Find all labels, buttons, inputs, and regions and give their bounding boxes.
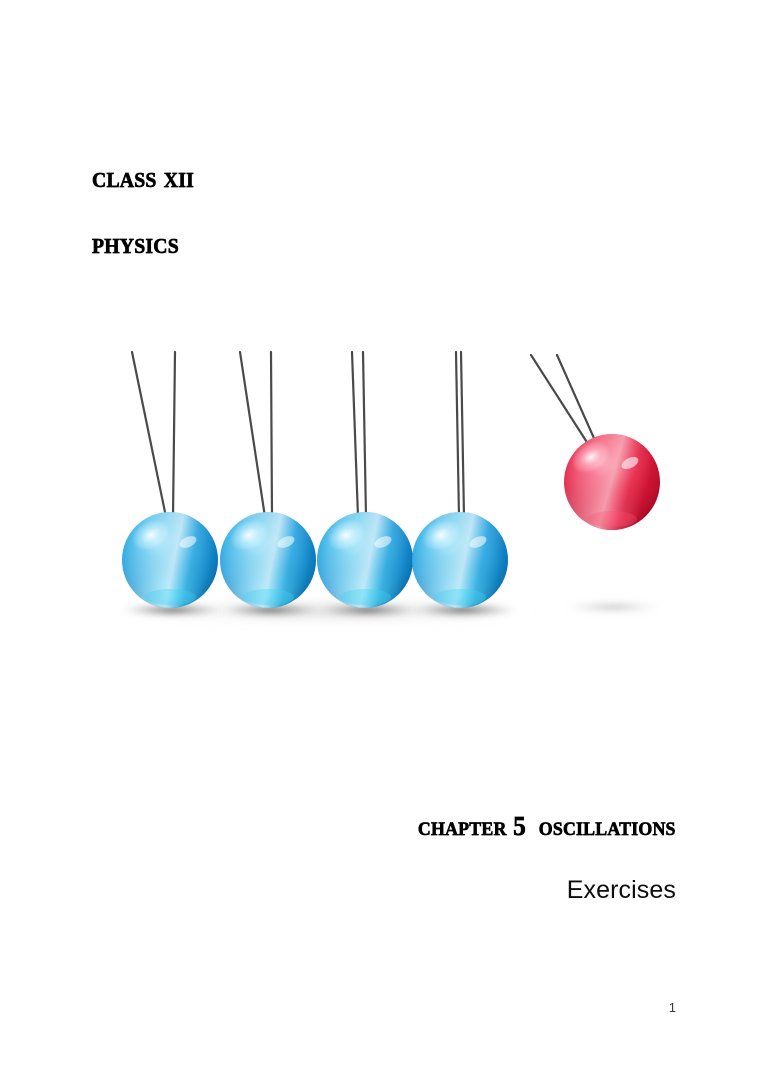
cradle-wires <box>130 350 599 519</box>
blue-ball-4 <box>412 512 508 608</box>
blue-ball-2 <box>220 512 316 608</box>
blue-ball-1 <box>122 512 218 608</box>
newtons-cradle-illustration <box>85 335 695 645</box>
blue-ball-3 <box>317 512 413 608</box>
ground-shadow-group <box>120 600 669 622</box>
page-title-subject: PHYSICS <box>92 227 179 260</box>
chapter-topic-heading: OSCILLATIONS <box>539 811 676 841</box>
page-title-class: CLASS XII <box>92 161 195 194</box>
chapter-number-heading: CHAPTER 5 <box>418 811 527 841</box>
section-subheading-exercises: Exercises <box>566 876 676 904</box>
chapter-heading-block: CHAPTER 5 OSCILLATIONS Exercises <box>256 778 676 903</box>
page-number: 1 <box>668 1000 676 1015</box>
red-ball <box>564 434 660 530</box>
